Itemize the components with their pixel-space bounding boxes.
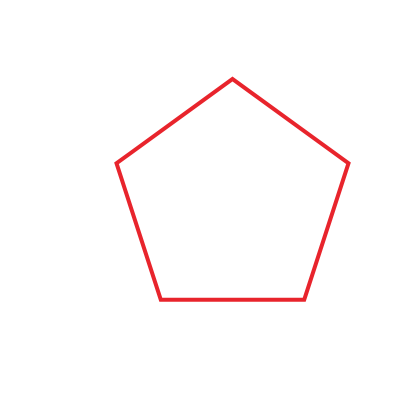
pentagon-outline bbox=[114, 76, 351, 302]
